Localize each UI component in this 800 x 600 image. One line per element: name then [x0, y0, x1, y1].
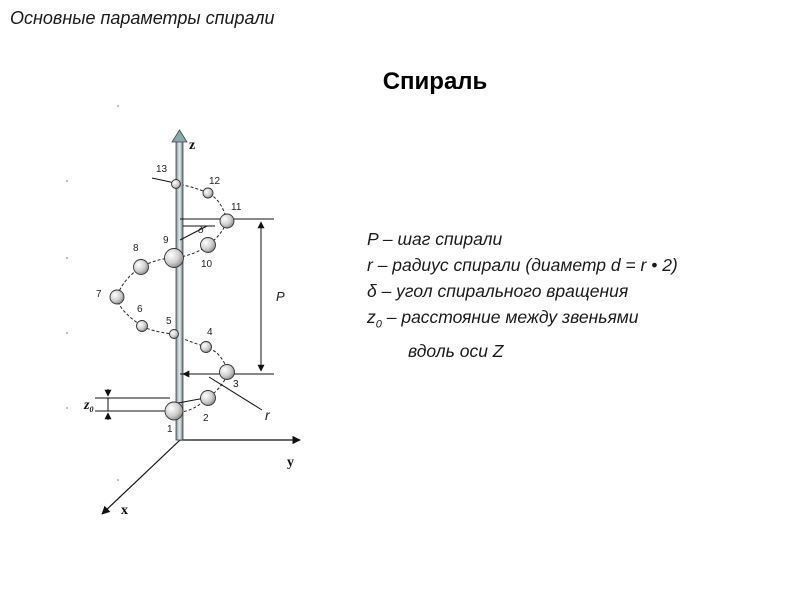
- legend-line-pitch: P – шаг спирали: [367, 229, 503, 249]
- helix-node-4: [200, 341, 212, 353]
- helix-nodes: [109, 179, 235, 421]
- background-dots: [66, 105, 119, 481]
- legend-line-radius: r – радиус спирали (диаметр d = r • 2): [367, 255, 678, 275]
- helix-node-2: [200, 390, 216, 406]
- node-label-7: 7: [96, 289, 102, 300]
- z-axis-label: z: [189, 138, 195, 153]
- helix-node-7: [109, 289, 125, 305]
- node-label-12: 12: [209, 176, 221, 187]
- label-delta: δ: [198, 225, 204, 236]
- node-label-9: 9: [163, 235, 169, 246]
- node-label-11: 11: [231, 202, 242, 213]
- node-labels: 1 2 3 4 5 6 7 8 9 10 11 12 13: [96, 164, 242, 435]
- node-label-4: 4: [207, 327, 213, 338]
- helix-node-13: [171, 179, 181, 189]
- node-label-10: 10: [201, 259, 213, 270]
- coordinate-axes: [101, 435, 301, 515]
- node-label-1: 1: [167, 424, 173, 435]
- legend-line-angle: δ – угол спирального вращения: [367, 281, 629, 301]
- helix-node-11: [219, 213, 235, 229]
- label-r: r: [265, 407, 271, 423]
- slide-title: Спираль: [382, 68, 488, 95]
- node-label-6: 6: [137, 304, 143, 315]
- label-P: P: [276, 289, 285, 304]
- node-label-8: 8: [133, 243, 139, 254]
- node-label-5: 5: [166, 316, 172, 327]
- legend-line-distance: z0 – расстояние между звеньями: [367, 307, 639, 331]
- y-axis-label: y: [287, 455, 294, 470]
- helix-node-1: [164, 401, 184, 421]
- z-axis-pole: [171, 129, 188, 441]
- legend: P – шаг спирали r – радиус спирали (диам…: [367, 226, 678, 364]
- slide-header: Основные параметры спирали: [10, 8, 275, 28]
- x-axis-label: x: [121, 503, 128, 518]
- helix-node-9: [164, 248, 184, 268]
- legend-line-axis: вдоль оси Z: [408, 340, 504, 361]
- x-axis-line: [101, 439, 181, 515]
- node-label-3: 3: [233, 379, 239, 390]
- label-z0: z0: [83, 398, 93, 414]
- helix-node-3: [219, 364, 235, 380]
- helix-node-8: [133, 259, 149, 275]
- helix-node-6: [136, 320, 148, 332]
- node-label-2: 2: [203, 413, 209, 424]
- helix-node-5: [169, 329, 179, 339]
- node-label-13: 13: [156, 164, 168, 175]
- helix-node-12: [202, 187, 214, 199]
- helix-node-10: [200, 237, 216, 253]
